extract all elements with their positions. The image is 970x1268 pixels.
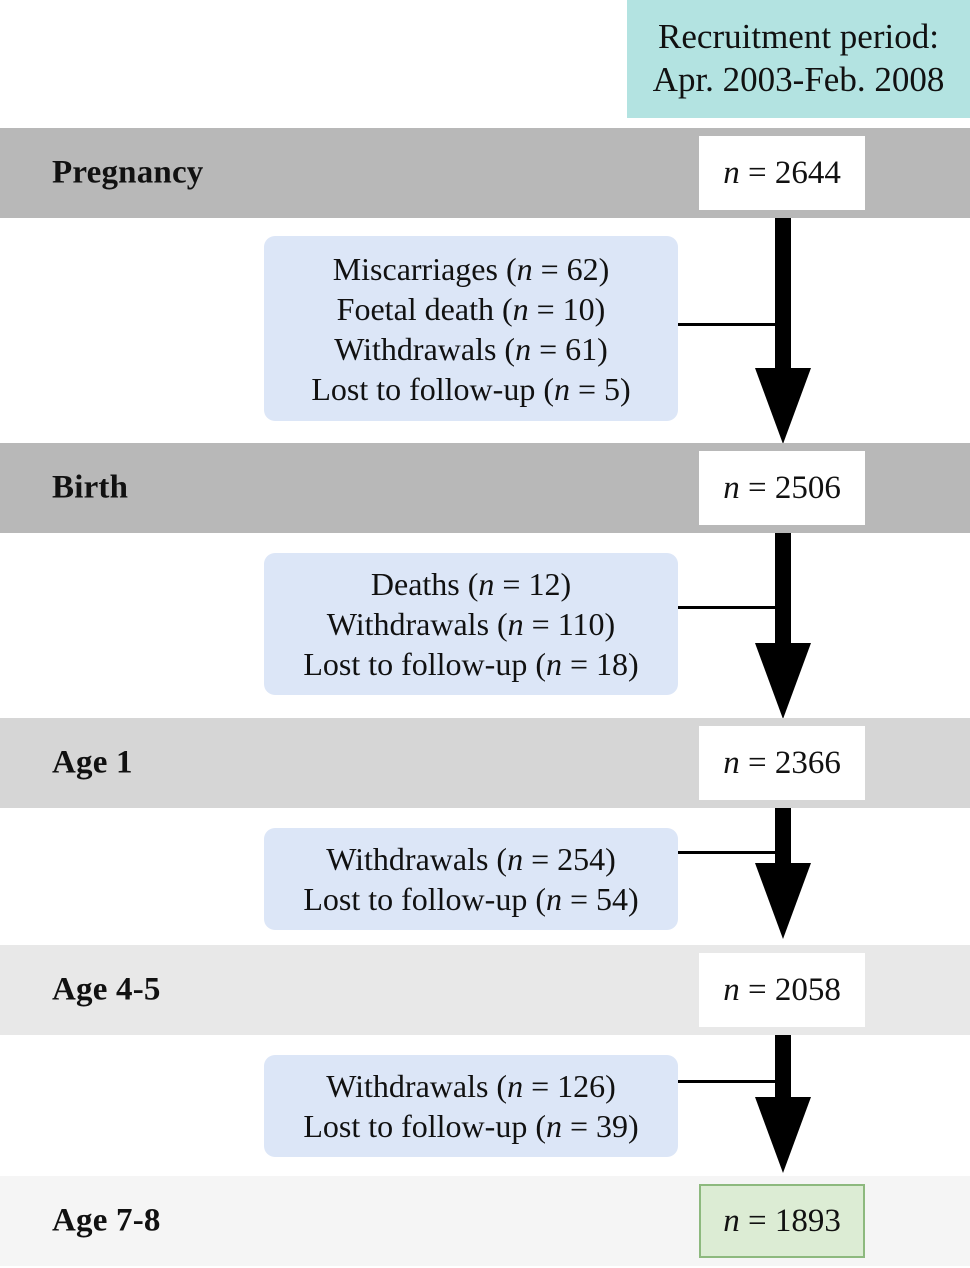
stage-band-age-1: Age 1 n = 2366 [0,718,970,808]
arrow-head-birth-to-age-1 [755,643,811,719]
arrow-head-pregnancy-to-birth [755,368,811,444]
stage-count-pregnancy: n = 2644 [723,154,841,191]
stage-band-pregnancy: Pregnancy n = 2644 [0,128,970,218]
stage-label-age-7-8: Age 7-8 [52,1202,161,1239]
italic-n: n [723,1202,740,1239]
attrition-line: Withdrawals (n = 126) [326,1068,616,1104]
stage-count-box-birth: n = 2506 [699,451,865,525]
stage-band-birth: Birth n = 2506 [0,443,970,533]
italic-n: n [723,154,740,191]
stage-count-age-7-8: n = 1893 [723,1202,841,1239]
connector-line-pregnancy-to-birth [678,323,782,326]
stage-count-box-age-1: n = 2366 [699,726,865,800]
attrition-line: Miscarriages (n = 62) [332,250,610,287]
attrition-line: Withdrawals (n = 61) [334,330,608,367]
attrition-line: Lost to follow-up (n = 5) [311,370,631,407]
stage-count-box-age-7-8: n = 1893 [699,1184,865,1258]
stage-label-pregnancy: Pregnancy [52,154,204,191]
arrow-shaft-age-1-to-age-4-5 [775,808,791,863]
attrition-line: Deaths (n = 12) [370,566,572,602]
arrow-shaft-age-4-5-to-age-7-8 [775,1035,791,1097]
attrition-box-birth-to-age-1: Deaths (n = 12) Withdrawals (n = 110) Lo… [264,553,678,695]
stage-count-box-pregnancy: n = 2644 [699,136,865,210]
attrition-line: Foetal death (n = 10) [336,290,606,327]
stage-count-birth: n = 2506 [723,469,841,506]
recruitment-period-line-1: Recruitment period: [658,17,939,57]
stage-count-age-1: n = 2366 [723,744,841,781]
attrition-box-age-4-5-to-age-7-8: Withdrawals (n = 126) Lost to follow-up … [264,1055,678,1157]
connector-line-age-1-to-age-4-5 [678,851,782,854]
connector-line-birth-to-age-1 [678,606,782,609]
attrition-box-pregnancy-to-birth: Miscarriages (n = 62) Foetal death (n = … [264,236,678,421]
recruitment-period-line-2: Apr. 2003-Feb. 2008 [652,60,945,99]
attrition-line: Lost to follow-up (n = 54) [303,881,639,917]
recruitment-period-box: Recruitment period: Apr. 2003-Feb. 2008 [627,0,970,118]
arrow-shaft-pregnancy-to-birth [775,218,791,368]
stage-band-age-4-5: Age 4-5 n = 2058 [0,945,970,1035]
stage-count-age-4-5: n = 2058 [723,971,841,1008]
connector-line-age-4-5-to-age-7-8 [678,1080,782,1083]
attrition-line: Lost to follow-up (n = 39) [303,1108,639,1144]
attrition-line: Withdrawals (n = 254) [326,841,616,877]
stage-label-age-1: Age 1 [52,744,133,781]
arrow-head-age-4-5-to-age-7-8 [755,1097,811,1173]
italic-n: n [723,744,740,781]
stage-count-box-age-4-5: n = 2058 [699,953,865,1027]
attrition-box-age-1-to-age-4-5: Withdrawals (n = 254) Lost to follow-up … [264,828,678,930]
arrow-head-age-1-to-age-4-5 [755,863,811,939]
italic-n: n [723,971,740,1008]
arrow-shaft-birth-to-age-1 [775,533,791,643]
attrition-line: Lost to follow-up (n = 18) [303,646,639,682]
italic-n: n [723,469,740,506]
stage-label-age-4-5: Age 4-5 [52,971,161,1008]
attrition-line: Withdrawals (n = 110) [326,606,616,642]
stage-band-age-7-8: Age 7-8 n = 1893 [0,1176,970,1266]
stage-label-birth: Birth [52,469,129,506]
